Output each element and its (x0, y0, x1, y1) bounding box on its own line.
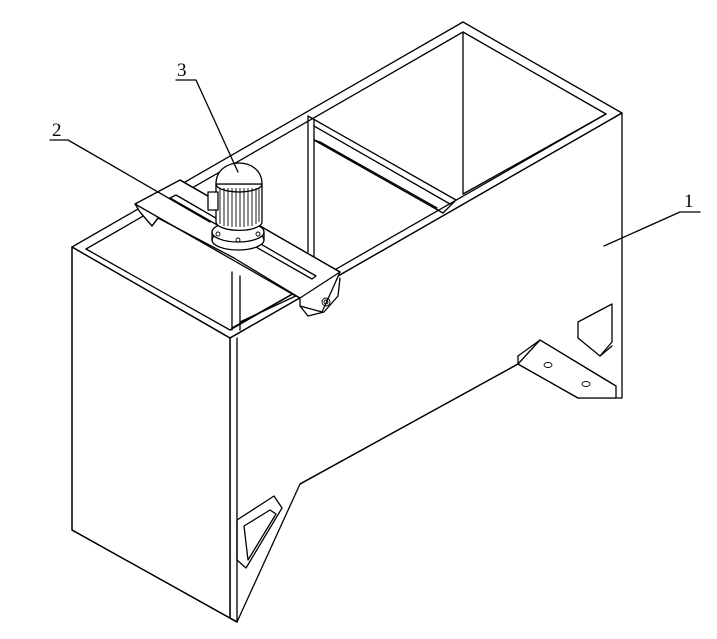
tank-body (71, 21, 623, 623)
callout-1: 1 (603, 191, 701, 247)
callout-3: 3 (175, 60, 239, 173)
right-foot (517, 303, 617, 399)
callout-3-label: 3 (177, 60, 187, 81)
callout-2: 2 (49, 120, 211, 223)
callout-1-label: 1 (684, 191, 694, 212)
motor (207, 162, 265, 251)
callout-2-label: 2 (52, 120, 62, 141)
left-gusset (236, 495, 283, 569)
